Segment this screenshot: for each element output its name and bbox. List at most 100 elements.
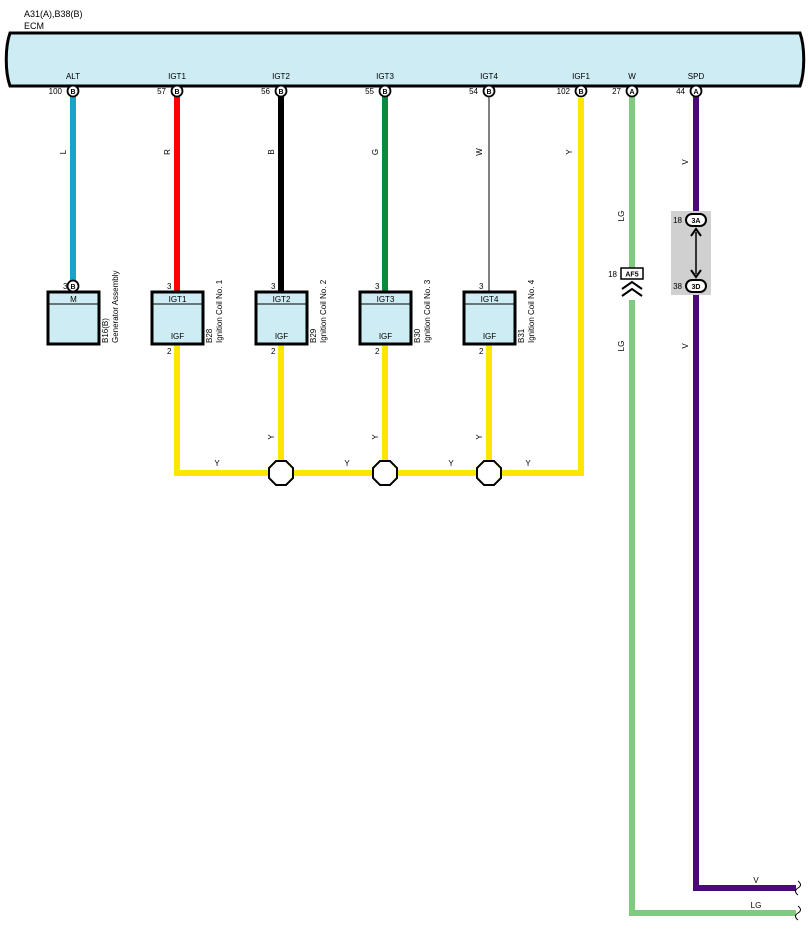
wire-label-lg-lower: LG <box>617 341 626 352</box>
splice-point-2[interactable] <box>372 460 398 486</box>
wire-label-igf-bus: Y <box>448 459 454 468</box>
junction-arrow-down <box>690 269 702 279</box>
generator-pin-3[interactable] <box>66 279 80 293</box>
junction-pin-3d[interactable] <box>685 279 707 293</box>
wire-label-w: W <box>475 148 484 156</box>
wire-label-l: L <box>59 149 68 154</box>
component-top-label: IGT2 <box>273 295 291 304</box>
component-pin-top: 3 <box>271 282 276 291</box>
junction-name-3a: 3A <box>692 218 701 225</box>
component-box[interactable] <box>150 290 205 346</box>
junction-name-3d: 3D <box>692 284 701 291</box>
component-top-label: IGT1 <box>169 295 187 304</box>
wire-label-igf-branch: Y <box>267 434 276 440</box>
af5-name: AF5 <box>625 272 638 279</box>
wire-label-v-upper: V <box>681 159 690 165</box>
component-pin-bottom: 2 <box>479 347 484 356</box>
wire-label-g: G <box>371 149 380 155</box>
component-ref: B28 <box>205 328 214 343</box>
ecm-pin-number: 44 <box>676 87 685 96</box>
component-pin-bottom: 2 <box>375 347 380 356</box>
component-ref: B30 <box>413 328 422 343</box>
ecm-pin-igt2[interactable] <box>274 84 288 98</box>
af5-connector[interactable]: AF5 18 <box>608 267 644 297</box>
component-box[interactable] <box>254 290 309 346</box>
ecm-pin-spd-letter: A <box>693 89 698 96</box>
ecm-pin-alt-letter: B <box>70 89 75 96</box>
ecm-pin-number: 56 <box>261 87 270 96</box>
wire-label-igf-bus: Y <box>214 459 220 468</box>
wire-label-v-lower: V <box>681 343 690 349</box>
wire-lg-lower[interactable] <box>629 300 796 916</box>
ecm-pin-signal-igt3: IGT3 <box>376 72 394 81</box>
junction-pin-3a[interactable] <box>685 213 707 227</box>
ecm-pin-spd[interactable] <box>689 84 703 98</box>
component-pin-top: 3 <box>479 282 484 291</box>
component-box[interactable] <box>46 290 101 346</box>
ecm-pin-number: 102 <box>557 87 571 96</box>
ecm-pin-number: 27 <box>612 87 621 96</box>
ecm-pin-signal-igt4: IGT4 <box>480 72 498 81</box>
wire-break-marker <box>795 880 801 896</box>
wire-v-lower[interactable] <box>693 292 796 891</box>
component-box[interactable] <box>462 290 517 346</box>
component-bottom-label: IGF <box>379 332 392 341</box>
ecm-pin-signal-w: W <box>628 72 636 81</box>
component-bottom-label: IGF <box>171 332 184 341</box>
junction-pin-number-top: 18 <box>673 216 682 225</box>
output-label-lg: LG <box>751 901 762 910</box>
generator-pin-3-letter: B <box>70 284 75 291</box>
junction-arrow-up <box>690 227 702 237</box>
ecm-pin-alt[interactable] <box>66 84 80 98</box>
wire-label-b: B <box>267 149 276 154</box>
wire-label-igf-branch: Y <box>475 434 484 440</box>
ecm-pin-signal-igt1: IGT1 <box>168 72 186 81</box>
component-top-label: IGT3 <box>377 295 395 304</box>
component-ref: B16(B) <box>101 318 110 343</box>
splice-point-3[interactable] <box>476 460 502 486</box>
ecm-pin-igf1-letter: B <box>578 89 583 96</box>
ecm-pin-signal-igt2: IGT2 <box>272 72 290 81</box>
ecm-pin-igt1[interactable] <box>170 84 184 98</box>
component-box[interactable] <box>358 290 413 346</box>
component-pin-bottom: 2 <box>271 347 276 356</box>
component-name: Ignition Coil No. 2 <box>319 279 328 343</box>
component-name: Ignition Coil No. 3 <box>423 279 432 343</box>
component-name: Generator Assembly <box>111 271 120 343</box>
af5-body[interactable] <box>620 267 644 280</box>
component-bottom-label: IGF <box>275 332 288 341</box>
wire-label-y: Y <box>565 149 574 155</box>
ecm-pin-igt3-letter: B <box>382 89 387 96</box>
ecm-pin-w[interactable] <box>625 84 639 98</box>
component-top-label: IGT4 <box>481 295 499 304</box>
ecm-pin-igt4[interactable] <box>482 84 496 98</box>
ecm-pin-igt3[interactable] <box>378 84 392 98</box>
ecm-pin-igf1[interactable] <box>574 84 588 98</box>
ecm-pin-signal-spd: SPD <box>688 72 705 81</box>
ecm-pin-number: 100 <box>49 87 63 96</box>
output-label-v: V <box>753 876 759 885</box>
junction-pin-number-bottom: 38 <box>673 282 682 291</box>
component-top-label: M <box>70 295 77 304</box>
component-name: Ignition Coil No. 4 <box>527 279 536 343</box>
ecm-pin-number: 55 <box>365 87 374 96</box>
af5-pin-number: 18 <box>608 270 617 279</box>
component-bottom-label: IGF <box>483 332 496 341</box>
wire-label-r: R <box>163 149 172 155</box>
ecm-pin-igt1-letter: B <box>174 89 179 96</box>
connector-reference: A31(A),B38(B) <box>24 9 83 19</box>
junction-block[interactable]: 3A 18 3D 38 <box>671 211 711 295</box>
component-pin-bottom: 2 <box>167 347 172 356</box>
ecm-pin-igt4-letter: B <box>486 89 491 96</box>
splice-point-1[interactable] <box>268 460 294 486</box>
ecm-block[interactable] <box>4 31 806 88</box>
wire-break-marker <box>795 905 801 921</box>
ecm-pin-number: 54 <box>469 87 478 96</box>
ecm-pin-signal-alt: ALT <box>66 72 80 81</box>
